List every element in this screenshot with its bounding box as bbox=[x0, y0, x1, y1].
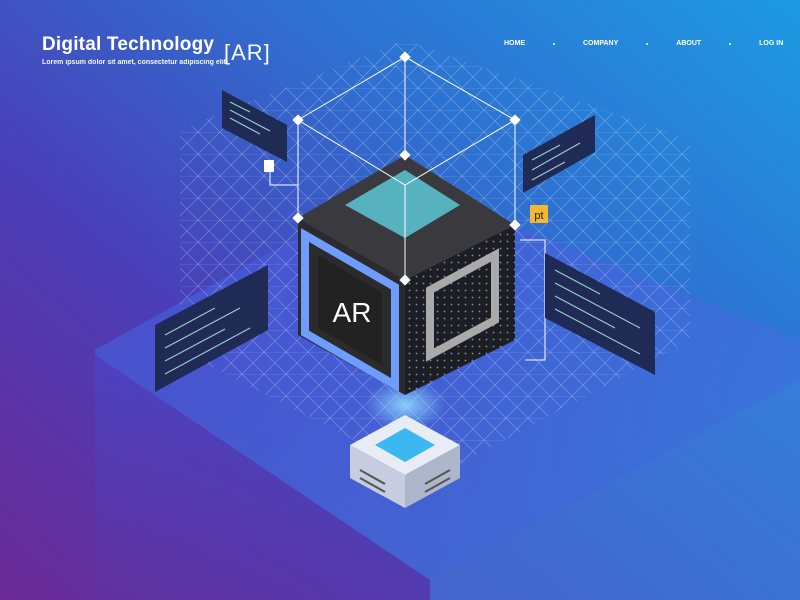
code-panel-left bbox=[155, 265, 268, 392]
cube-label: AR bbox=[333, 297, 372, 328]
nav-company[interactable]: COMPANY bbox=[583, 40, 619, 47]
light-glow bbox=[365, 380, 445, 430]
main-nav: HOME COMPANY ABOUT LOG IN bbox=[504, 40, 783, 47]
brand: Digital Technology Lorem ipsum dolor sit… bbox=[42, 34, 226, 66]
nav-login[interactable]: LOG IN bbox=[759, 40, 784, 47]
nav-separator bbox=[646, 42, 649, 45]
ar-logo-badge: [AR] bbox=[224, 40, 271, 65]
nav-separator bbox=[729, 42, 732, 45]
nav-home[interactable]: HOME bbox=[504, 40, 525, 47]
pt-tag: pt bbox=[530, 205, 548, 223]
ar-cube: AR bbox=[298, 155, 515, 395]
code-panel-right bbox=[545, 253, 655, 375]
code-panel-top-right bbox=[523, 115, 595, 193]
site-tagline: Lorem ipsum dolor sit amet, consectetur … bbox=[42, 59, 226, 66]
nav-about[interactable]: ABOUT bbox=[676, 40, 702, 47]
nav-separator bbox=[553, 42, 555, 45]
code-panel-top-left bbox=[222, 90, 287, 162]
projector-device bbox=[350, 415, 460, 508]
svg-text:pt: pt bbox=[534, 210, 543, 222]
site-title: Digital Technology bbox=[42, 34, 215, 55]
